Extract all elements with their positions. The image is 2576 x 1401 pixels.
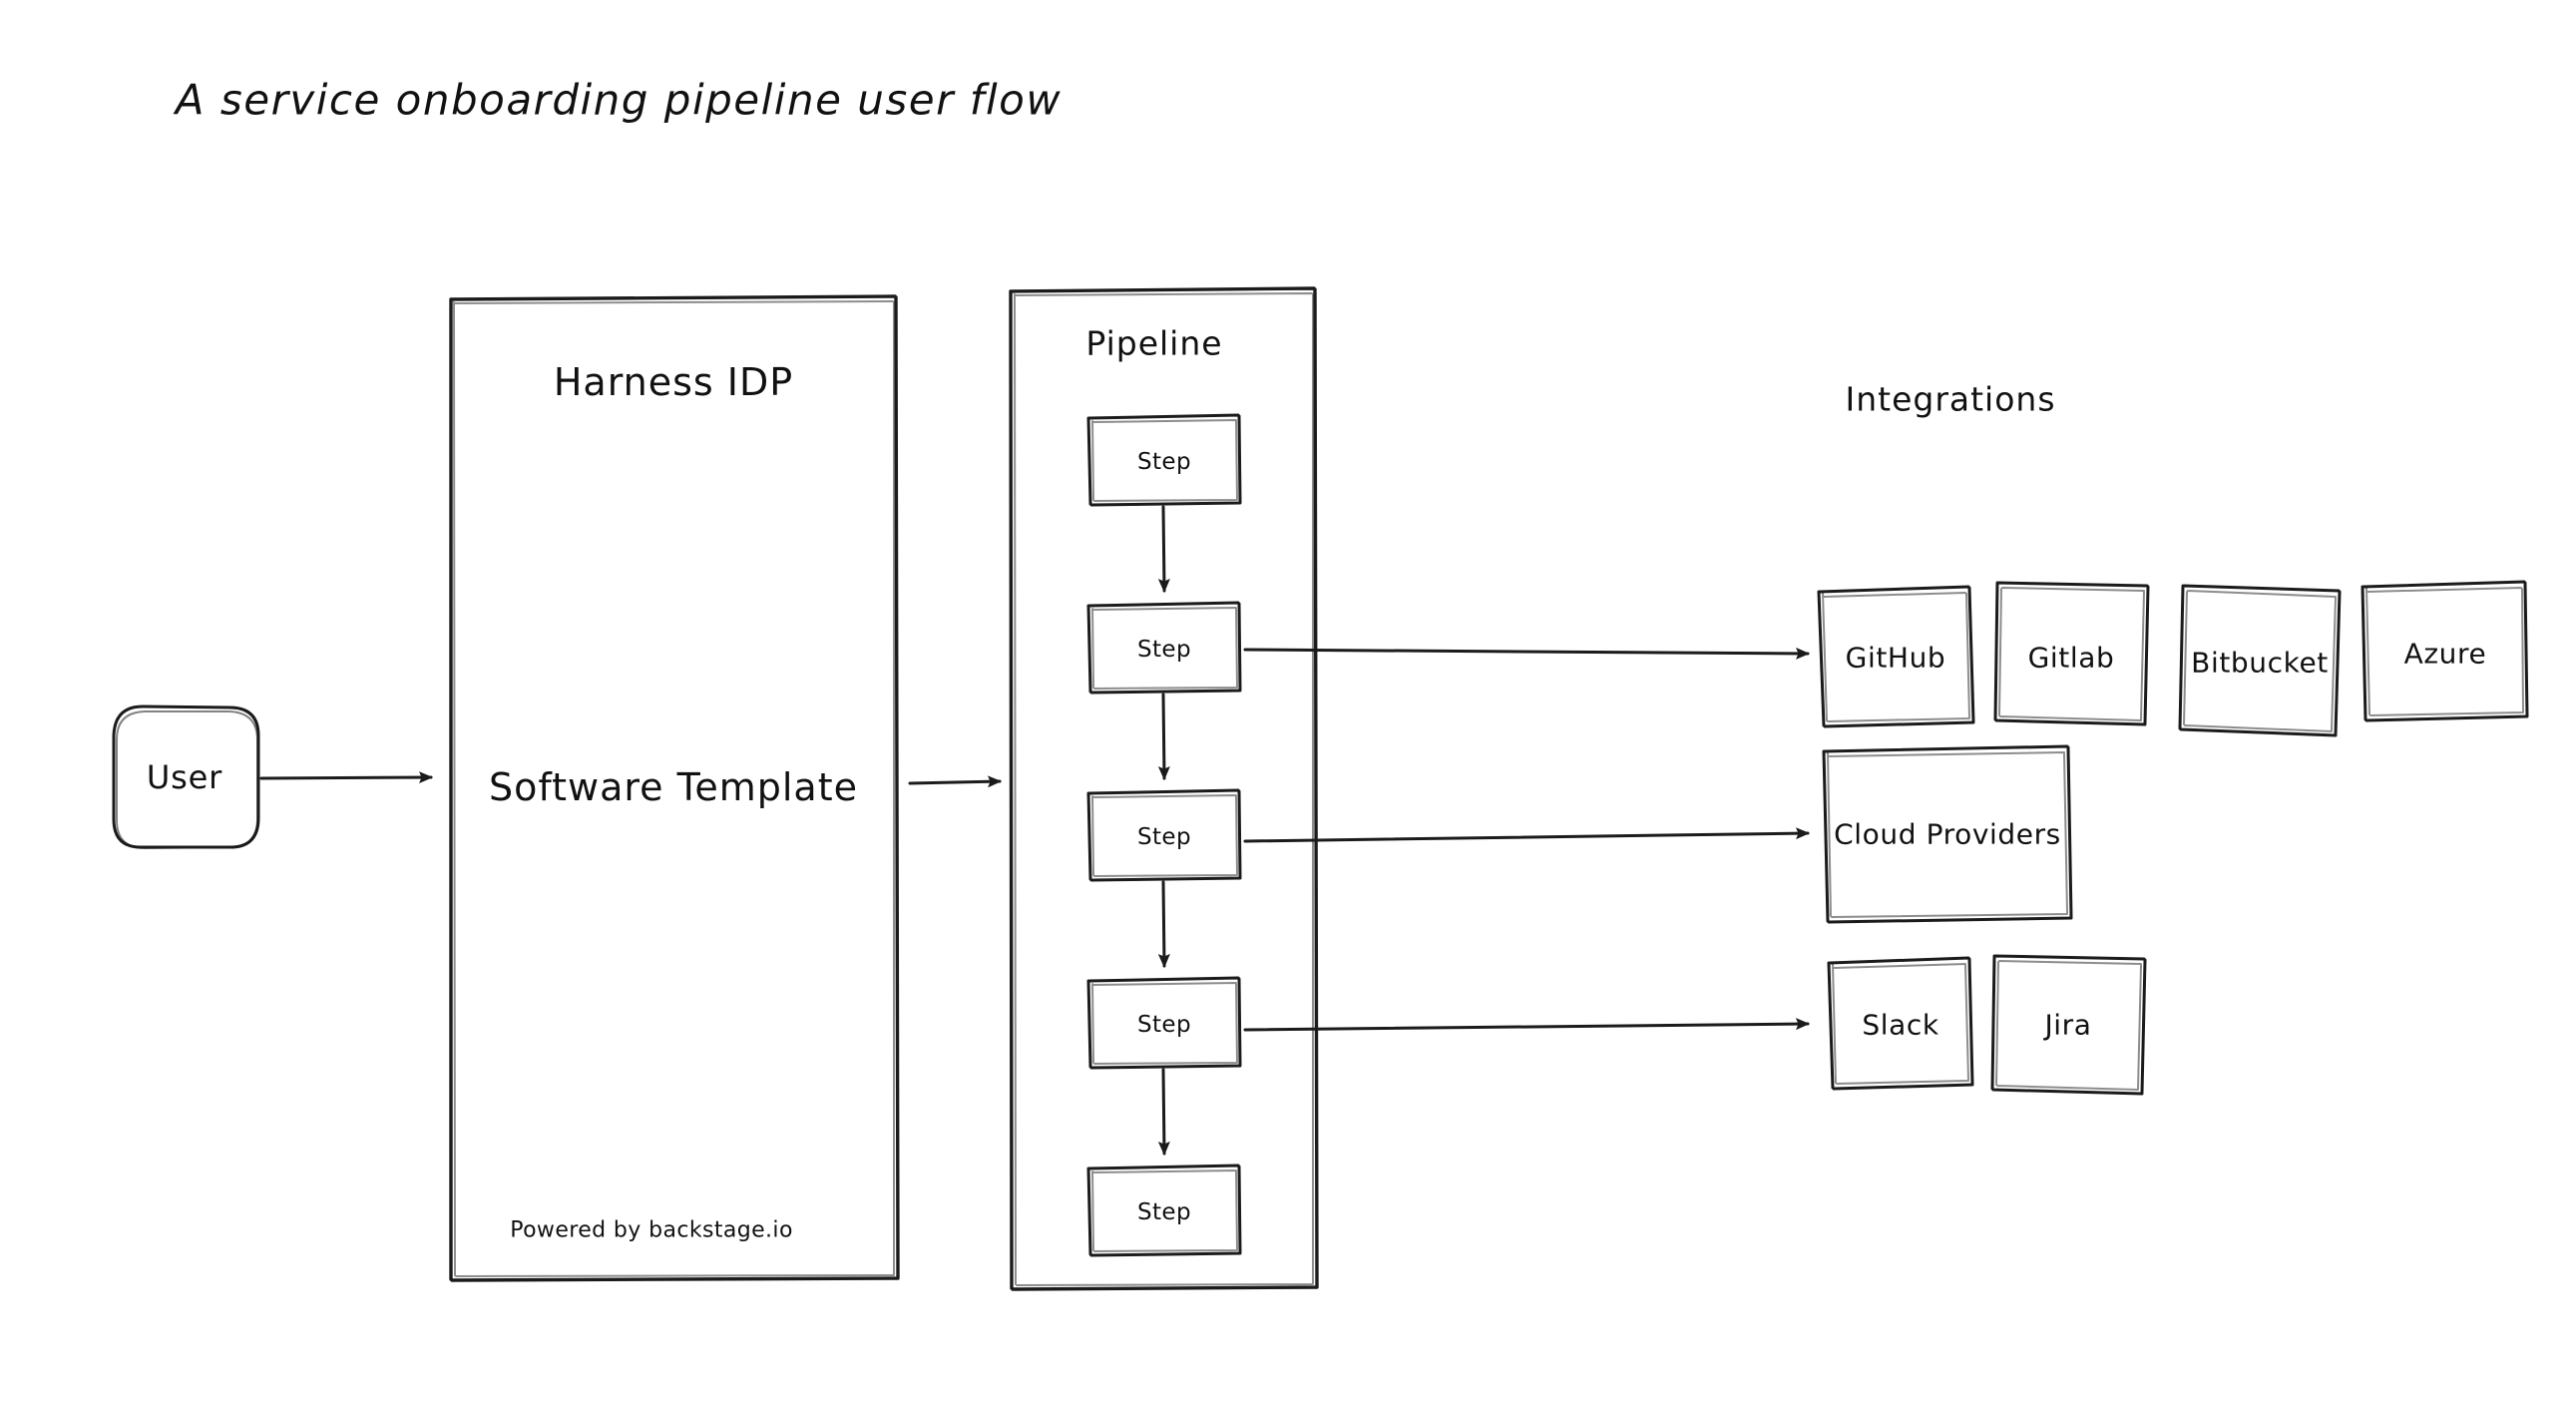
integration-box-azure[interactable]: [2361, 580, 2529, 722]
integration-box-gitlab[interactable]: [1993, 581, 2150, 726]
arrow-step3-to-cloud: [1243, 827, 1810, 843]
pipeline-step-box-4[interactable]: [1086, 976, 1242, 1070]
pipeline-step-box-1[interactable]: [1086, 413, 1242, 507]
harness-idp-container[interactable]: [449, 294, 900, 1282]
integration-box-github[interactable]: [1817, 585, 1975, 728]
arrow-user-to-idp: [259, 771, 433, 784]
arrow-step4-to-collaboration: [1243, 1018, 1810, 1032]
pipeline-step-box-5[interactable]: [1086, 1164, 1242, 1257]
integration-box-jira[interactable]: [1990, 954, 2147, 1096]
arrow-step1-to-step2: [1157, 505, 1170, 593]
user-node[interactable]: [112, 704, 260, 849]
arrow-step4-to-step5: [1157, 1068, 1170, 1156]
integration-box-cloud-providers[interactable]: [1822, 744, 2073, 924]
arrow-step3-to-step4: [1157, 880, 1170, 968]
pipeline-step-box-3[interactable]: [1086, 788, 1242, 882]
arrow-step2-to-step3: [1157, 693, 1170, 780]
arrow-template-to-pipeline: [908, 775, 1002, 788]
integration-box-bitbucket[interactable]: [2178, 584, 2342, 737]
arrow-step2-to-scm: [1243, 647, 1810, 660]
integration-box-slack[interactable]: [1827, 956, 1974, 1091]
pipeline-step-box-2[interactable]: [1086, 601, 1242, 695]
